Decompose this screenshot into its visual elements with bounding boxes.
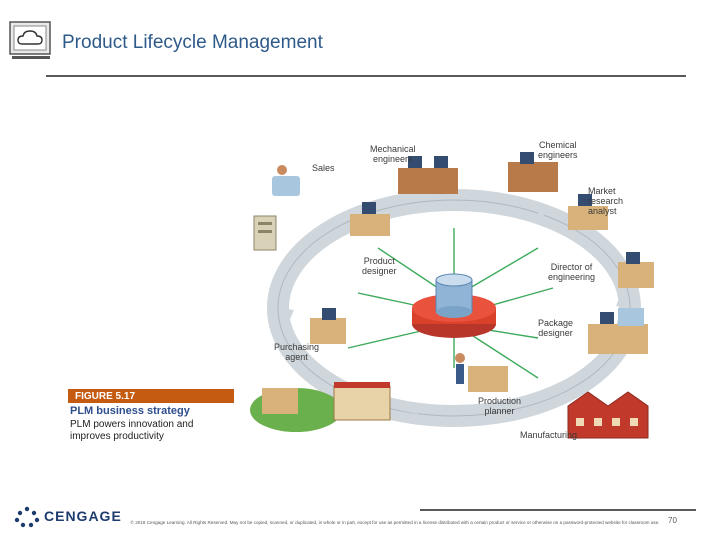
ring-arrow-2 xyxy=(616,288,628,308)
cengage-logo-icon xyxy=(14,506,40,528)
workstation-production-icon xyxy=(455,353,508,392)
figure-bar xyxy=(68,389,234,403)
copyright-notice: © 2018 Cengage Learning. All Rights Rese… xyxy=(130,520,660,525)
role-label-product-designer: Product designer xyxy=(362,256,397,276)
workstation-market-icon xyxy=(568,194,608,230)
plm-diagram: Sales Mechanical engineers Chemical engi… xyxy=(238,138,676,450)
factory-icon xyxy=(567,391,649,439)
workstation-product-icon xyxy=(350,202,390,236)
figure-number: FIGURE 5.17 xyxy=(75,391,136,402)
page-title: Product Lifecycle Management xyxy=(62,32,323,53)
store-purchasing-icon xyxy=(250,382,391,432)
role-label-purchasing-agent: Purchasing agent xyxy=(274,342,320,362)
page-number: 70 xyxy=(668,516,677,525)
workstation-sales-icon xyxy=(272,165,300,196)
server-rack-icon xyxy=(253,215,277,251)
role-label-market-research-analyst: Market research analyst xyxy=(588,186,624,216)
role-label-chemical-engineers: Chemical engineers xyxy=(538,140,578,160)
footer-rule xyxy=(420,509,696,511)
workstation-chemical-icon xyxy=(508,152,558,192)
plm-cycle-illustration xyxy=(250,152,654,439)
workstation-mechanical-icon xyxy=(398,156,458,194)
workstation-package-icon xyxy=(588,308,648,354)
workstation-director-icon xyxy=(618,252,654,288)
cengage-brand: CENGAGE xyxy=(44,508,122,524)
role-label-production-planner: Production planner xyxy=(478,396,522,416)
cloud-monitor-icon xyxy=(8,20,54,62)
title-underline xyxy=(46,75,686,77)
role-label-director-of-engineering: Director of engineering xyxy=(548,262,596,282)
role-label-manufacturing: Manufacturing xyxy=(520,430,578,440)
figure-subtitle: PLM powers innovation and improves produ… xyxy=(70,419,194,442)
role-label-mechanical-engineers: Mechanical engineers xyxy=(370,144,416,164)
ring-arrow-4 xyxy=(282,308,294,328)
role-label-package-designer: Package designer xyxy=(538,318,574,338)
ring-arrow-1 xyxy=(538,204,556,218)
role-label-sales: Sales xyxy=(312,163,335,173)
ring-arrow-3 xyxy=(398,402,418,414)
central-database-icon xyxy=(412,273,496,338)
workstation-purchasing-icon xyxy=(310,308,346,344)
figure-title: PLM business strategy xyxy=(70,405,190,417)
